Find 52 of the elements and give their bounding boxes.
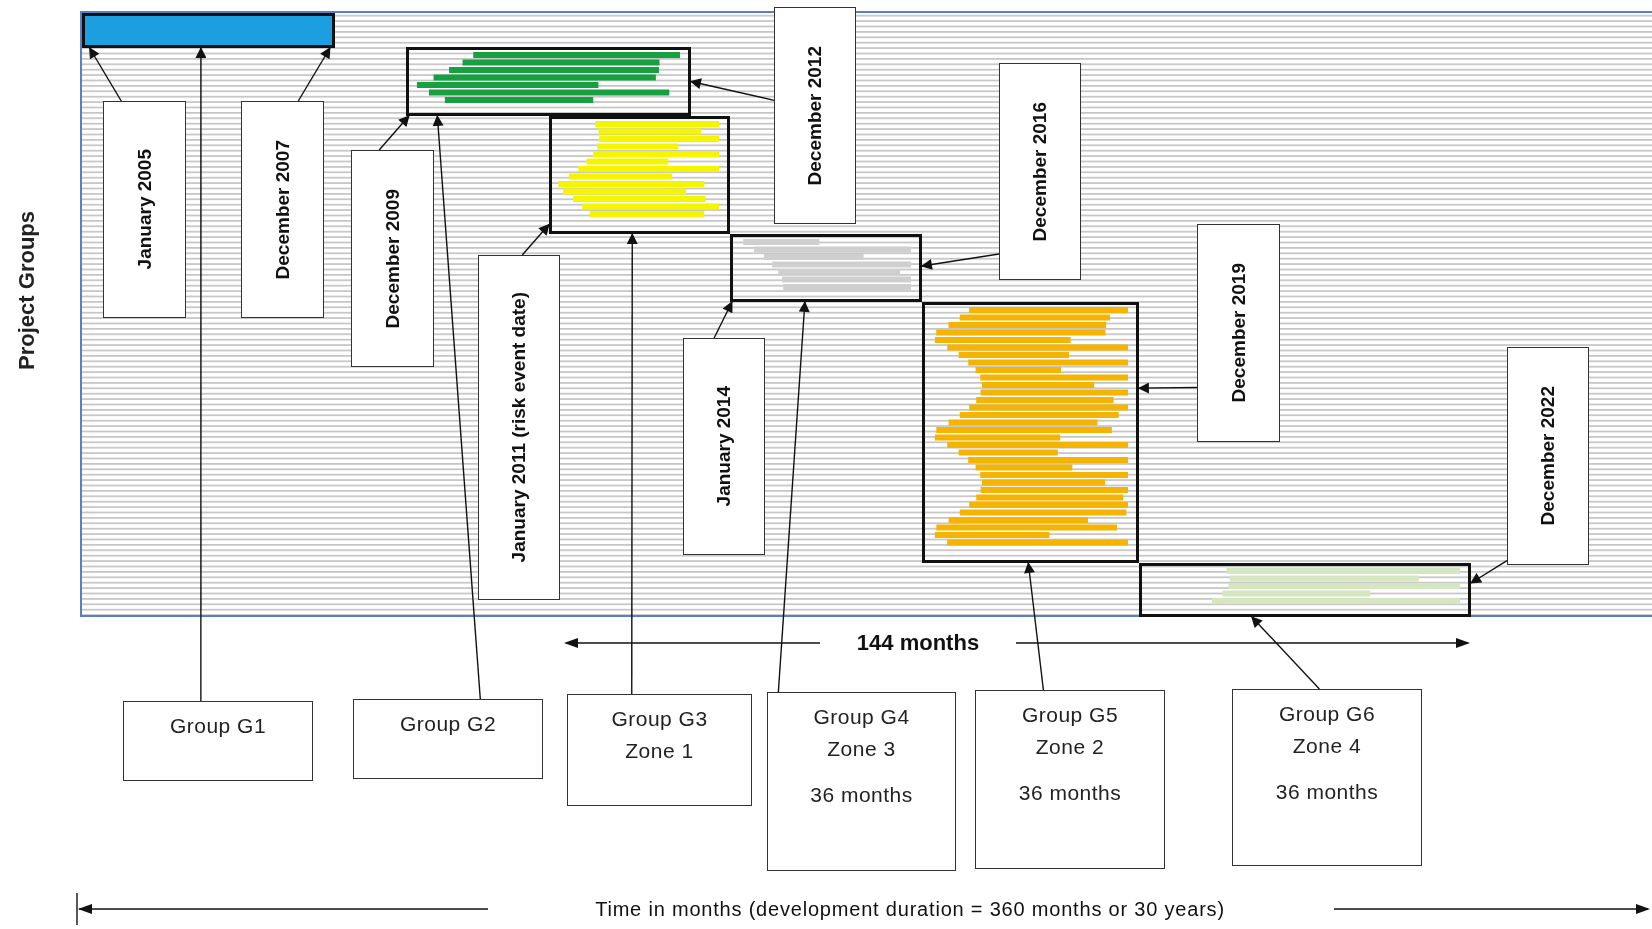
date-callout-box xyxy=(103,101,186,318)
arrow xyxy=(777,300,810,693)
date-callout-box xyxy=(774,7,856,224)
arrow xyxy=(626,232,638,695)
date-callout-box xyxy=(478,255,560,600)
group-box-text: Group G3 xyxy=(611,707,708,731)
group-box-text: Zone 4 xyxy=(1292,734,1362,758)
axis-title: Project Groups xyxy=(14,211,40,370)
group-box-text: Group G2 xyxy=(399,712,497,736)
date-callout-box xyxy=(683,338,765,555)
group-box xyxy=(567,694,752,806)
group-box xyxy=(1232,689,1422,866)
date-callout-box xyxy=(1507,347,1589,565)
group-box-text: 36 months xyxy=(1018,781,1122,805)
group-box-text: Group G4 xyxy=(813,705,910,729)
group-box xyxy=(975,690,1165,869)
arrow xyxy=(88,47,122,102)
group-box-text: Zone 3 xyxy=(827,737,896,761)
date-label: December 2012 xyxy=(804,45,826,186)
date-label: December 2009 xyxy=(381,188,404,329)
date-label: December 2022 xyxy=(1537,386,1559,526)
date-label: December 2007 xyxy=(271,139,294,280)
group-box-text: Group G6 xyxy=(1278,702,1376,726)
group-box-text: 36 months xyxy=(1275,780,1379,804)
arrow xyxy=(297,47,331,102)
group-box xyxy=(353,699,543,779)
arrow xyxy=(432,114,481,700)
group-box-text: Zone 1 xyxy=(625,739,694,763)
arrow xyxy=(1470,559,1508,584)
date-callout-box xyxy=(241,101,324,318)
timeline-block xyxy=(82,13,335,48)
arrow xyxy=(1251,616,1321,690)
arrow xyxy=(521,223,550,256)
arrow xyxy=(1024,561,1045,691)
date-label: December 2019 xyxy=(1227,263,1250,403)
group-box-text: Group G1 xyxy=(169,714,267,738)
group-box-text: Group G5 xyxy=(1021,703,1119,727)
group-box xyxy=(123,701,313,781)
group-box-text: 36 months xyxy=(810,783,913,807)
date-callout-box xyxy=(351,150,434,367)
arrow xyxy=(689,78,775,101)
date-label: January 2005 xyxy=(133,149,156,270)
date-label: January 2011 (risk event date) xyxy=(508,292,530,563)
arrow xyxy=(195,46,207,702)
date-callout-box xyxy=(999,63,1081,280)
date-callout-box xyxy=(1197,224,1280,442)
arrow xyxy=(713,301,733,339)
date-label: December 2016 xyxy=(1029,101,1051,242)
arrow xyxy=(1137,382,1198,394)
group-box-text: Zone 2 xyxy=(1035,735,1105,759)
date-label: January 2014 xyxy=(713,386,735,507)
group-box xyxy=(767,692,956,871)
